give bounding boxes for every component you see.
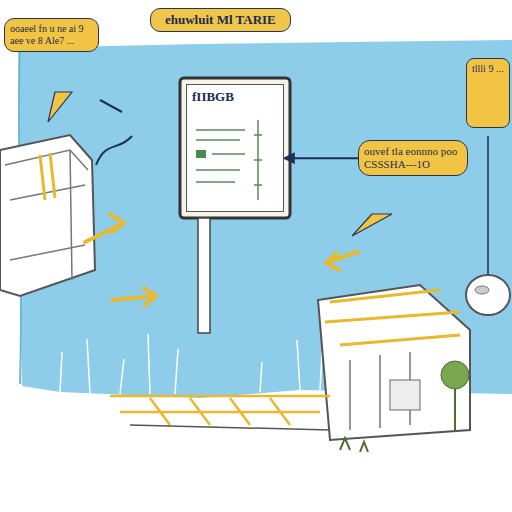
tree (441, 361, 469, 389)
plants (340, 389, 455, 452)
callout-text: tllli 9 ... (472, 63, 504, 75)
callout-tail (48, 92, 72, 122)
screen-lines (196, 120, 262, 200)
title-banner: ehuwluit Ml TARIE (150, 8, 291, 32)
device-stripes (40, 153, 55, 200)
grass-strokes (60, 334, 345, 394)
ground-line (130, 425, 330, 430)
oval-detail (475, 286, 489, 294)
screen-icon (196, 150, 206, 158)
callout-box: ooaeel fn u ne ai 9 aee ve 8 Ale7 ... (4, 18, 99, 52)
callout-box: ouvef tla eonnno poo CSSSHA---1O (358, 140, 468, 176)
device-lines (5, 150, 88, 280)
building-roof (325, 290, 460, 345)
oval-sign (466, 275, 510, 315)
kiosk-screen (186, 84, 284, 212)
building (318, 285, 470, 440)
leader-line (487, 136, 489, 275)
kiosk-screen-box: fIIBGB (186, 84, 284, 212)
kiosk-post (198, 218, 210, 333)
building-window (390, 380, 420, 410)
callout-text: fIIBGB (192, 89, 278, 105)
callout-box: tllli 9 ... (466, 58, 510, 128)
yellow-arrow (85, 214, 358, 305)
callout-text: ooaeel fn u ne ai 9 aee ve 8 Ale7 ... (10, 23, 93, 47)
ground-stripes (110, 396, 330, 425)
callout-tail (352, 214, 392, 236)
connector-arrow (284, 157, 358, 159)
callout-text: ouvef tla eonnno poo CSSSHA---1O (364, 145, 462, 171)
device-body (0, 135, 95, 296)
kiosk-frame (180, 78, 290, 218)
